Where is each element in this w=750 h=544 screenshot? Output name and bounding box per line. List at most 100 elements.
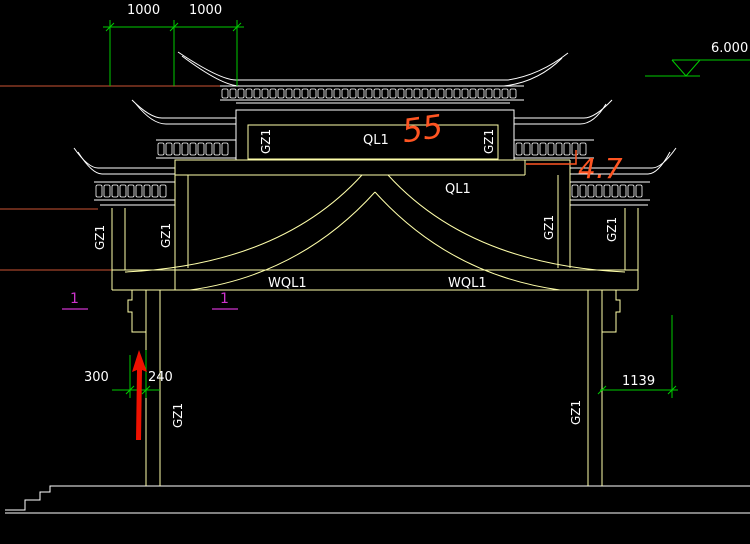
roof-tile xyxy=(213,142,221,156)
dim-top-right: 1000 xyxy=(189,3,222,18)
dimension-lines xyxy=(103,20,750,398)
roof-tile xyxy=(205,142,213,156)
roof-tile xyxy=(95,184,103,198)
lower-roof-tiles xyxy=(95,184,643,198)
roof-tile xyxy=(135,184,143,198)
roof-tile xyxy=(293,88,301,99)
roof-tile xyxy=(277,88,285,99)
label-gz1: GZ1 xyxy=(542,215,556,240)
roof-tile xyxy=(317,88,325,99)
roof-tile xyxy=(103,184,111,198)
label-wql1-right: WQL1 xyxy=(448,276,487,291)
roof-tile xyxy=(197,142,205,156)
roof-tile xyxy=(325,88,333,99)
top-roof-tiles xyxy=(221,88,517,99)
roof-tile xyxy=(523,142,531,156)
roof-tile xyxy=(373,88,381,99)
roof-tile xyxy=(579,184,587,198)
label-wql1-left: WQL1 xyxy=(268,276,307,291)
roof-tile xyxy=(159,184,167,198)
handwritten-annotation-right: 4.7 xyxy=(578,152,623,185)
roof-tile xyxy=(157,142,165,156)
roof-tile xyxy=(445,88,453,99)
roof-tile xyxy=(365,88,373,99)
roof-tile xyxy=(119,184,127,198)
roof-tile xyxy=(429,88,437,99)
dim-top-left: 1000 xyxy=(127,3,160,18)
section-mark-left: 1 xyxy=(70,291,79,307)
roof-tile xyxy=(485,88,493,99)
roof-tile xyxy=(413,88,421,99)
annotation-bracket xyxy=(526,150,577,165)
dim-col-left-b: 240 xyxy=(148,370,173,385)
roof-tile xyxy=(165,142,173,156)
roof-tile xyxy=(111,184,119,198)
roof-tile xyxy=(437,88,445,99)
label-gz1: GZ1 xyxy=(93,225,107,250)
red-arrow-icon xyxy=(132,350,147,440)
section-mark-center: 1 xyxy=(220,291,229,307)
label-ql1-mid: QL1 xyxy=(445,182,471,197)
roof-tile xyxy=(547,142,555,156)
roof-tile xyxy=(509,88,517,99)
roof-tile xyxy=(539,142,547,156)
roof-tile xyxy=(221,88,229,99)
roof-tile xyxy=(221,142,229,156)
roof-tile xyxy=(501,88,509,99)
roof-tile xyxy=(619,184,627,198)
roof-tile xyxy=(453,88,461,99)
roof-tile xyxy=(635,184,643,198)
lower-roof xyxy=(73,147,677,206)
roof-tile xyxy=(151,184,159,198)
label-gz1: GZ1 xyxy=(605,217,619,242)
roof-tile xyxy=(477,88,485,99)
label-gz1: GZ1 xyxy=(171,403,185,428)
dim-col-left-a: 300 xyxy=(84,370,109,385)
leader-lines xyxy=(0,85,222,271)
roof-tile xyxy=(381,88,389,99)
roof-tile xyxy=(237,88,245,99)
roof-tile xyxy=(309,88,317,99)
roof-tile xyxy=(563,142,571,156)
roof-tile xyxy=(357,88,365,99)
roof-tile xyxy=(611,184,619,198)
label-gz1: GZ1 xyxy=(159,223,173,248)
roof-tile xyxy=(261,88,269,99)
roof-tile xyxy=(189,142,197,156)
roof-tile xyxy=(461,88,469,99)
label-gz1: GZ1 xyxy=(482,129,496,154)
roof-tile xyxy=(181,142,189,156)
roof-tile xyxy=(173,142,181,156)
handwritten-annotation-top: 55 xyxy=(400,107,446,150)
roof-tile xyxy=(389,88,397,99)
roof-tile xyxy=(349,88,357,99)
roof-tile xyxy=(253,88,261,99)
roof-tile xyxy=(269,88,277,99)
roof-tile xyxy=(143,184,151,198)
middle-roof-tiles xyxy=(157,142,587,156)
ground-steps xyxy=(5,485,750,514)
roof-tile xyxy=(341,88,349,99)
roof-tile xyxy=(595,184,603,198)
roof-tile xyxy=(127,184,135,198)
middle-roof xyxy=(131,99,613,159)
roof-tile xyxy=(531,142,539,156)
roof-tile xyxy=(493,88,501,99)
roof-tile xyxy=(469,88,477,99)
roof-tile xyxy=(285,88,293,99)
roof-tile xyxy=(603,184,611,198)
dim-col-right: 1139 xyxy=(622,374,655,389)
structure-outline xyxy=(111,124,639,486)
label-ql1-top: QL1 xyxy=(363,133,389,148)
roof-tile xyxy=(405,88,413,99)
roof-tile xyxy=(515,142,523,156)
roof-tile xyxy=(571,142,579,156)
roof-tile xyxy=(579,142,587,156)
roof-tile xyxy=(301,88,309,99)
roof-tile xyxy=(333,88,341,99)
label-gz1: GZ1 xyxy=(259,129,273,154)
roof-tile xyxy=(245,88,253,99)
roof-tile xyxy=(571,184,579,198)
elevation-label: 6.000 xyxy=(711,41,748,56)
